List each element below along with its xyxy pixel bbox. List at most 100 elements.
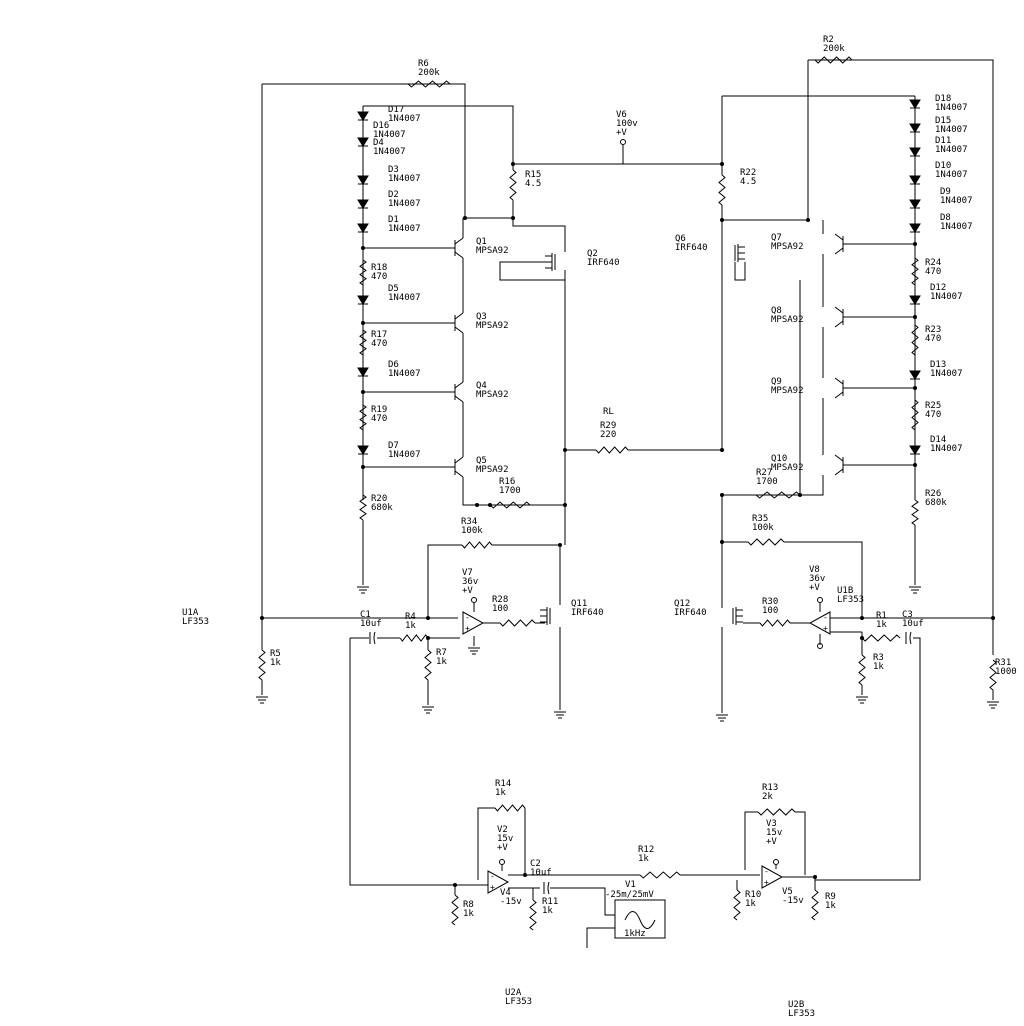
ground-symbol <box>987 701 999 709</box>
component-label: 1700 <box>756 477 778 487</box>
component-label: V1 <box>625 880 636 890</box>
component-label: 1N4007 <box>940 196 973 206</box>
component-label: Q1 <box>476 237 487 247</box>
junction-dot <box>563 448 567 452</box>
component-label: 470 <box>925 410 941 420</box>
component-label: 470 <box>925 334 941 344</box>
component-label: MPSA92 <box>476 390 509 400</box>
component-label: V2 <box>497 825 508 835</box>
component-label: LF353 <box>182 617 209 627</box>
resistor <box>639 871 681 879</box>
svg-text:+: + <box>465 624 470 633</box>
wire <box>349 638 455 886</box>
ground-symbol <box>909 586 921 594</box>
component-label: R31 <box>995 658 1011 668</box>
resistor <box>424 649 432 681</box>
component-label: 470 <box>371 414 387 424</box>
resistor <box>911 499 919 526</box>
component-label: 100k <box>461 526 483 536</box>
resistor <box>757 808 796 816</box>
component-label: Q4 <box>476 381 487 391</box>
component-label: MPSA92 <box>771 386 804 396</box>
component-label: D14 <box>930 435 946 445</box>
component-label: 680k <box>925 498 947 508</box>
resistor <box>911 257 919 286</box>
diode <box>357 295 369 305</box>
svg-text:-: - <box>490 872 495 881</box>
svg-text:+: + <box>490 883 495 892</box>
component-label: 1N4007 <box>388 369 421 379</box>
resistor <box>499 619 536 627</box>
component-label: 100v <box>616 119 638 129</box>
component-label: D5 <box>388 284 399 294</box>
resistor <box>359 494 367 521</box>
resistor <box>461 541 493 549</box>
capacitor <box>369 631 376 645</box>
component-label: R14 <box>495 779 511 789</box>
component-label: U2A <box>505 988 522 998</box>
resistor <box>489 501 531 509</box>
component-label: C1 <box>360 610 371 620</box>
component-label: 10uf <box>902 619 924 629</box>
diode <box>357 223 369 233</box>
component-label: 1N4007 <box>388 174 421 184</box>
component-label: D6 <box>388 360 399 370</box>
wire <box>623 96 723 165</box>
component-label: 1N4007 <box>373 130 406 140</box>
mosfet <box>734 244 745 262</box>
component-label: 1k <box>542 906 553 916</box>
component-label: IRF640 <box>587 258 620 268</box>
supply-terminal <box>817 597 823 603</box>
component-label: Q6 <box>675 234 686 244</box>
component-label: Q10 <box>771 454 787 464</box>
diode <box>357 367 369 377</box>
component-label: 1k <box>436 657 447 667</box>
wire <box>262 83 466 218</box>
component-label: U1B <box>837 586 853 596</box>
pnp-transistor <box>454 456 464 478</box>
component-label: V8 <box>809 565 820 575</box>
component-label: R7 <box>436 648 447 658</box>
component-label: V3 <box>766 819 777 829</box>
component-label: +V <box>616 128 627 138</box>
component-label: R5 <box>270 649 281 659</box>
component-label: D3 <box>388 165 399 175</box>
component-label: R15 <box>525 170 541 180</box>
component-label: R9 <box>825 892 836 902</box>
wire <box>734 262 746 281</box>
component-label: V7 <box>462 568 473 578</box>
component-label: MPSA92 <box>476 246 509 256</box>
component-label: D4 <box>373 138 384 148</box>
wire <box>808 59 994 655</box>
component-label: R28 <box>492 595 508 605</box>
component-label: D2 <box>388 190 399 200</box>
component-label: 1k <box>463 909 474 919</box>
resistor <box>595 446 629 454</box>
component-label: Q11 <box>571 599 587 609</box>
component-label: 1k <box>638 854 649 864</box>
component-label: 15v <box>766 828 782 838</box>
component-label: 1N4007 <box>940 222 973 232</box>
component-label: R6 <box>418 59 429 69</box>
diode <box>909 445 921 455</box>
resistor <box>509 169 517 201</box>
component-label: 1k <box>876 620 887 630</box>
wire <box>513 145 624 165</box>
component-label: R29 <box>600 421 616 431</box>
pnp-transistor <box>454 381 464 403</box>
junction-dot <box>991 616 995 620</box>
component-label: 220 <box>600 430 616 440</box>
component-label: Q7 <box>771 233 782 243</box>
component-label: D15 <box>935 116 951 126</box>
component-label: IRF640 <box>571 608 604 618</box>
pnp-transistor <box>834 233 844 255</box>
supply-terminal <box>773 859 779 865</box>
wire <box>722 475 824 496</box>
junction-dot <box>475 503 479 507</box>
resistor <box>718 174 726 206</box>
component-label: 1k <box>405 621 416 631</box>
component-label: 100k <box>752 523 774 533</box>
component-label: 10uf <box>530 868 552 878</box>
resistor <box>407 80 451 88</box>
component-label: R35 <box>752 514 768 524</box>
